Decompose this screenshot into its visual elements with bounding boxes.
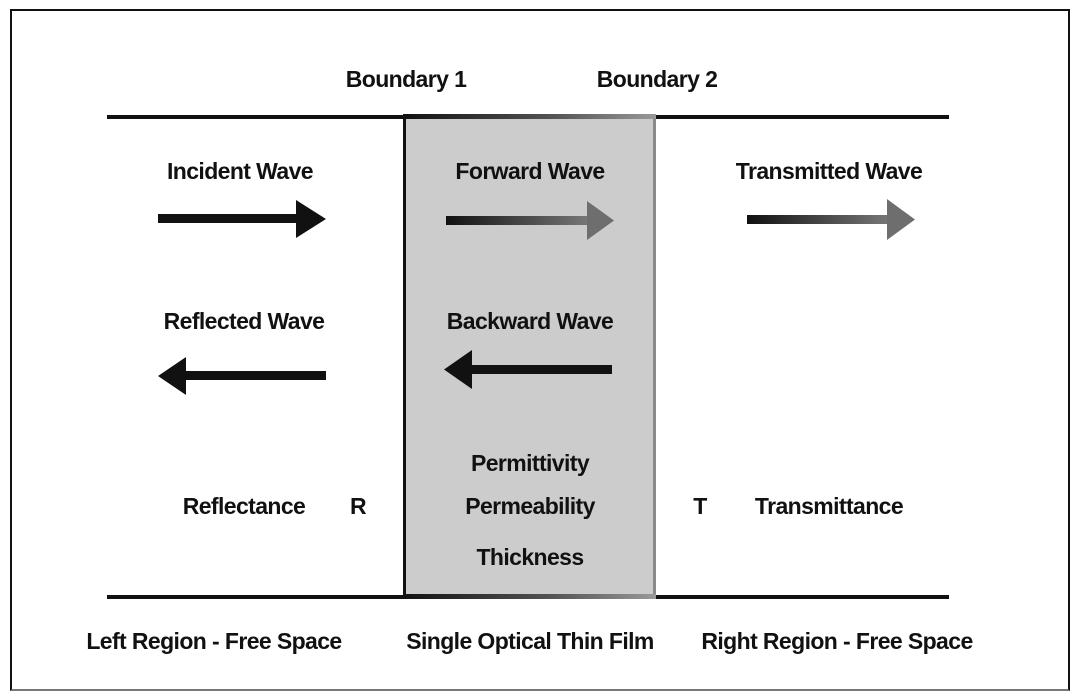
forward-wave-arrow: [446, 201, 614, 240]
reflected-wave-arrow: [158, 357, 326, 395]
transmittance-label: Transmittance: [754, 493, 904, 519]
film-bottom-edge: [403, 594, 656, 599]
transmitted-wave-label: Transmitted Wave: [735, 158, 923, 184]
top-line-left: [107, 115, 405, 119]
film-region-label: Single Optical Thin Film: [406, 628, 654, 654]
transmitted-wave-arrow: [747, 199, 915, 240]
transmittance-symbol: T: [693, 493, 707, 519]
reflectance-label: Reflectance: [182, 493, 306, 519]
thin-film-layer: [403, 115, 656, 599]
film-property-thickness: Thickness: [476, 544, 584, 570]
right-region-label: Right Region - Free Space: [701, 628, 973, 654]
diagram-frame: [10, 9, 1070, 691]
backward-wave-arrow: [444, 350, 612, 389]
top-line-right: [654, 115, 949, 119]
backward-wave-label: Backward Wave: [446, 308, 614, 334]
boundary-2-label: Boundary 2: [596, 66, 718, 92]
forward-wave-label: Forward Wave: [455, 158, 605, 184]
reflected-wave-label: Reflected Wave: [163, 308, 325, 334]
left-region-label: Left Region - Free Space: [86, 628, 342, 654]
bottom-line-left: [107, 595, 405, 599]
incident-wave-label: Incident Wave: [167, 158, 314, 184]
boundary-1-label: Boundary 1: [345, 66, 467, 92]
film-property-permittivity: Permittivity: [470, 450, 590, 476]
bottom-line-right: [654, 595, 949, 599]
film-property-permeability: Permeability: [465, 493, 595, 519]
reflectance-symbol: R: [349, 493, 367, 519]
incident-wave-arrow: [158, 200, 326, 238]
film-top-edge: [403, 114, 656, 119]
